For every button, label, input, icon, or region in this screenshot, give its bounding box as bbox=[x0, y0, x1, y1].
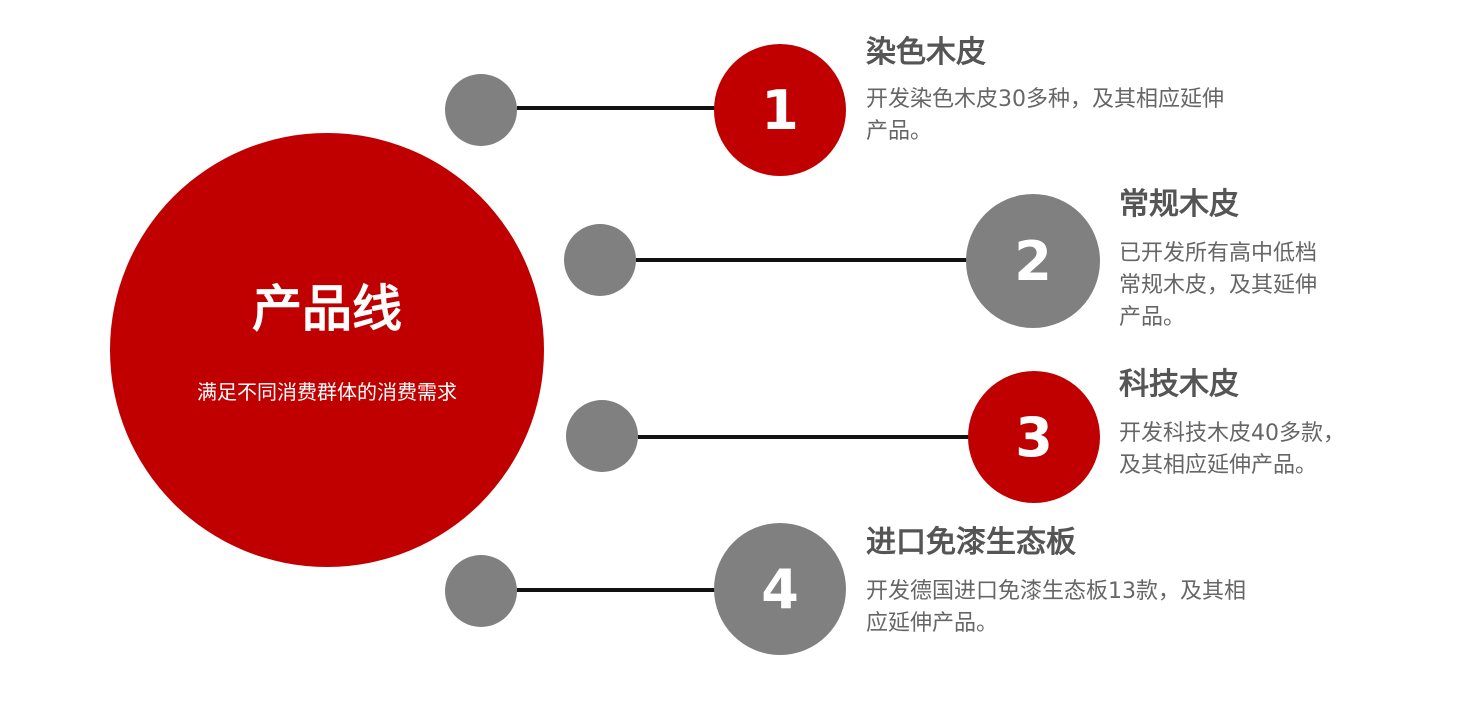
connector-line-3 bbox=[638, 435, 990, 439]
connector-dot-3 bbox=[566, 400, 638, 472]
item-title-2: 常规木皮 bbox=[1119, 187, 1239, 222]
item-number-circle-2: 2 bbox=[966, 194, 1100, 328]
hub-subtitle: 满足不同消费群体的消费需求 bbox=[197, 379, 457, 404]
item-number-circle-4: 4 bbox=[714, 523, 846, 655]
connector-dot-1 bbox=[445, 74, 517, 146]
item-desc-4: 开发德国进口免漆生态板13款，及其相 应延伸产品。 bbox=[866, 576, 1306, 640]
connector-line-4 bbox=[517, 588, 737, 592]
connector-dot-4 bbox=[445, 555, 517, 627]
item-title-1: 染色木皮 bbox=[866, 35, 986, 70]
connector-line-2 bbox=[636, 258, 990, 262]
item-desc-2: 已开发所有高中低档 常规木皮，及其延伸 产品。 bbox=[1119, 238, 1449, 334]
item-number-circle-1: 1 bbox=[714, 44, 846, 176]
item-number-circle-3: 3 bbox=[968, 371, 1100, 503]
item-desc-3-line-2: 及其相应延伸产品。 bbox=[1119, 453, 1318, 478]
item-desc-2-line-1: 已开发所有高中低档 bbox=[1119, 241, 1318, 266]
item-desc-4-line-2: 应延伸产品。 bbox=[866, 611, 999, 636]
item-desc-1-line-2: 产品。 bbox=[866, 119, 933, 144]
hub-circle: 产品线 满足不同消费群体的消费需求 bbox=[110, 133, 544, 567]
connector-dot-2 bbox=[564, 224, 636, 296]
item-title-4: 进口免漆生态板 bbox=[866, 525, 1076, 560]
item-desc-1: 开发染色木皮30多种，及其相应延伸 产品。 bbox=[866, 84, 1286, 148]
item-desc-2-line-2: 常规木皮，及其延伸 bbox=[1119, 273, 1318, 298]
item-desc-2-line-3: 产品。 bbox=[1119, 305, 1186, 330]
item-title-3: 科技木皮 bbox=[1119, 367, 1239, 402]
connector-line-1 bbox=[517, 106, 737, 110]
item-desc-1-line-1: 开发染色木皮30多种，及其相应延伸 bbox=[866, 87, 1224, 112]
item-desc-3-line-1: 开发科技木皮40多款， bbox=[1119, 421, 1345, 446]
item-desc-3: 开发科技木皮40多款， 及其相应延伸产品。 bbox=[1119, 418, 1449, 482]
hub-title: 产品线 bbox=[252, 279, 402, 338]
item-desc-4-line-1: 开发德国进口免漆生态板13款，及其相 bbox=[866, 579, 1246, 604]
